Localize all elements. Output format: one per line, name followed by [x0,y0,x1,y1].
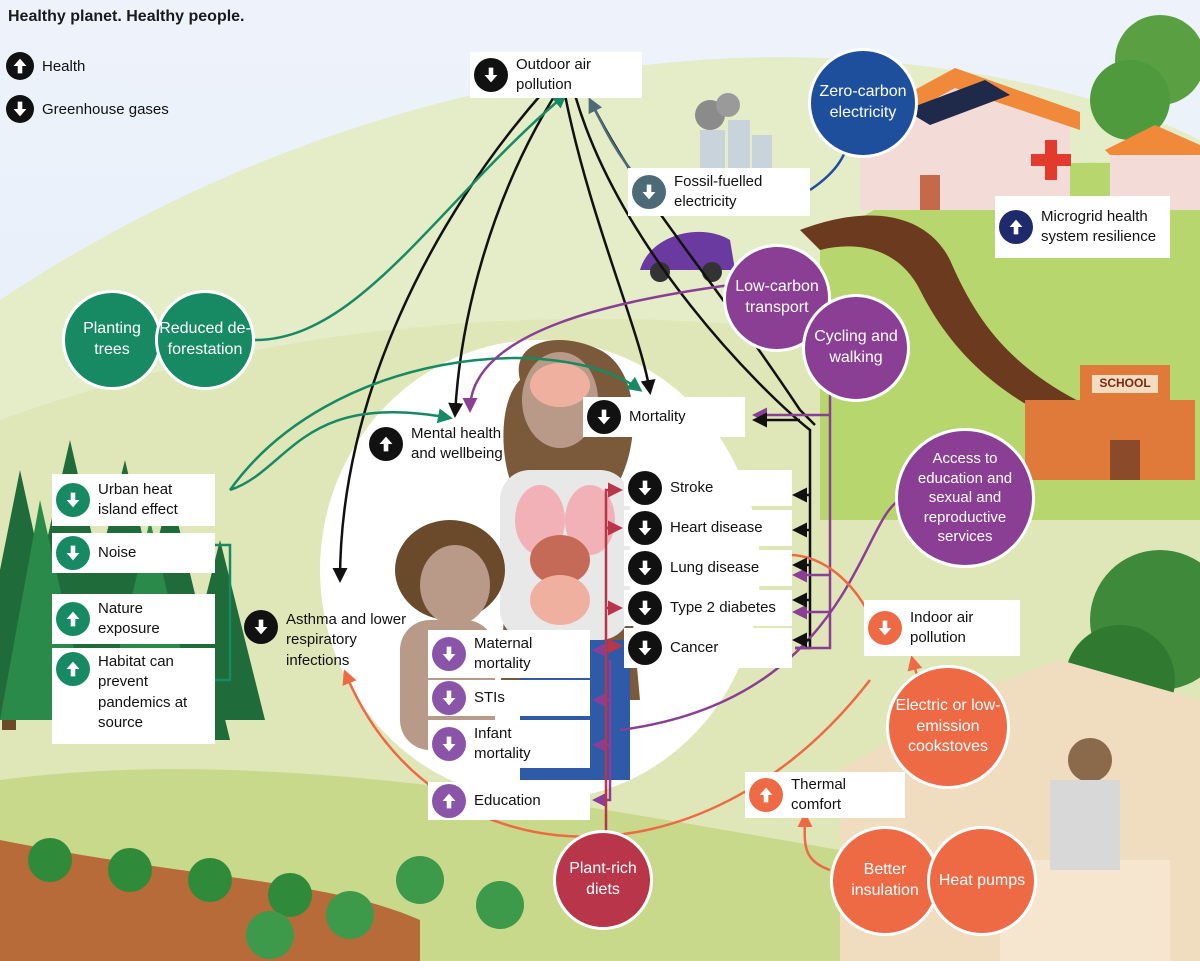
better-insulation-bubble: Better insulation [830,826,940,936]
stis-label: STIs [428,680,590,716]
label-text: Stroke [670,478,714,496]
label-text: Mental health and wellbeing [411,424,503,462]
legend-label: Greenhouse gases [42,100,169,118]
plant-rich-diets-bubble: Plant-rich diets [553,830,653,930]
planting-trees-bubble: Planting trees [62,290,162,390]
down-arrow-icon [432,727,466,761]
up-arrow-icon [56,602,90,636]
heart-disease-label: Heart disease [624,510,792,546]
down-arrow-icon [628,511,662,545]
down-arrow-icon [432,681,466,715]
reduced-deforestation-bubble: Reduced de-forestation [155,290,255,390]
up-arrow-icon [369,427,403,461]
noise-label: Noise [52,533,215,573]
down-arrow-icon [632,175,666,209]
label-text: STIs [474,688,505,706]
down-arrow-icon [474,58,508,92]
stroke-label: Stroke [624,470,792,506]
vegetable-garden [0,838,524,961]
outdoor-air-pollution-label: Outdoor air pollution [470,52,642,98]
down-arrow-icon [868,611,902,645]
cookstoves-bubble: Electric or low-emission cookstoves [886,665,1010,789]
down-arrow-icon [587,400,621,434]
infant-mortality-label: Infant mortality [428,720,590,768]
city-skyline [695,93,772,170]
label-text: Nature exposure [98,599,160,637]
label-text: Education [474,791,541,809]
up-arrow-icon [749,778,783,812]
figure-title: Healthy planet. Healthy people. [8,8,245,25]
label-text: Cancer [670,638,719,656]
up-arrow-icon [999,210,1033,244]
down-arrow-icon [244,610,278,644]
legend-health: Health [6,52,85,80]
label-text: Thermal comfort [791,775,847,813]
habitat-label: Habitat can prevent pandemics at source [52,648,215,744]
down-arrow-icon [628,471,662,505]
label-text: Indoor air pollution [910,608,974,646]
label-text: Fossil-fuelled electricity [674,172,763,210]
down-arrow-icon [628,551,662,585]
up-arrow-icon [6,52,34,80]
label-text: Type 2 diabetes [670,598,776,616]
access-education-bubble: Access to education and sexual and repro… [895,428,1035,568]
label-text: Heart disease [670,518,763,536]
indoor-air-label: Indoor air pollution [864,600,1020,656]
fossil-electricity-label: Fossil-fuelled electricity [628,168,810,216]
maternal-mortality-label: Maternal mortality [428,630,590,678]
cycling-walking-bubble: Cycling and walking [802,294,910,402]
heat-pumps-bubble: Heat pumps [927,826,1037,936]
down-arrow-icon [56,483,90,517]
education-label: Education [428,782,590,820]
down-arrow-icon [56,536,90,570]
label-text: Mortality [629,407,686,425]
school-sign: SCHOOL [1099,376,1151,390]
legend-greenhouse-gases: Greenhouse gases [6,95,169,123]
label-text: Asthma and lower respiratory infections [286,611,407,669]
asthma-label: Asthma and lower respiratory infections [240,606,418,676]
down-arrow-icon [628,631,662,665]
up-arrow-icon [432,784,466,818]
down-arrow-icon [628,591,662,625]
urban-heat-label: Urban heat island effect [52,474,215,526]
label-text: Lung disease [670,558,760,576]
nature-exposure-label: Nature exposure [52,594,215,644]
microgrid-label: Microgrid health system resilience [995,196,1170,258]
school-building [1025,365,1195,480]
zero-carbon-electricity-bubble: Zero-carbon electricity [808,48,918,158]
thermal-comfort-label: Thermal comfort [745,772,905,818]
label-text: Urban heat island effect [98,480,178,518]
mortality-label: Mortality [583,397,745,437]
label-text: Noise [98,543,137,561]
down-arrow-icon [6,95,34,123]
label-text: Maternal mortality [474,634,533,672]
legend-label: Health [42,57,86,75]
mental-health-label: Mental health and wellbeing [365,418,515,470]
label-text: Infant mortality [474,724,531,762]
cancer-label: Cancer [624,628,792,668]
label-text: Microgrid health system resilience [1041,207,1157,245]
lung-disease-label: Lung disease [624,550,792,586]
up-arrow-icon [56,652,90,686]
type2-diabetes-label: Type 2 diabetes [624,590,792,626]
down-arrow-icon [432,637,466,671]
label-text: Outdoor air pollution [516,55,592,93]
label-text: Habitat can prevent pandemics at source [98,653,188,731]
